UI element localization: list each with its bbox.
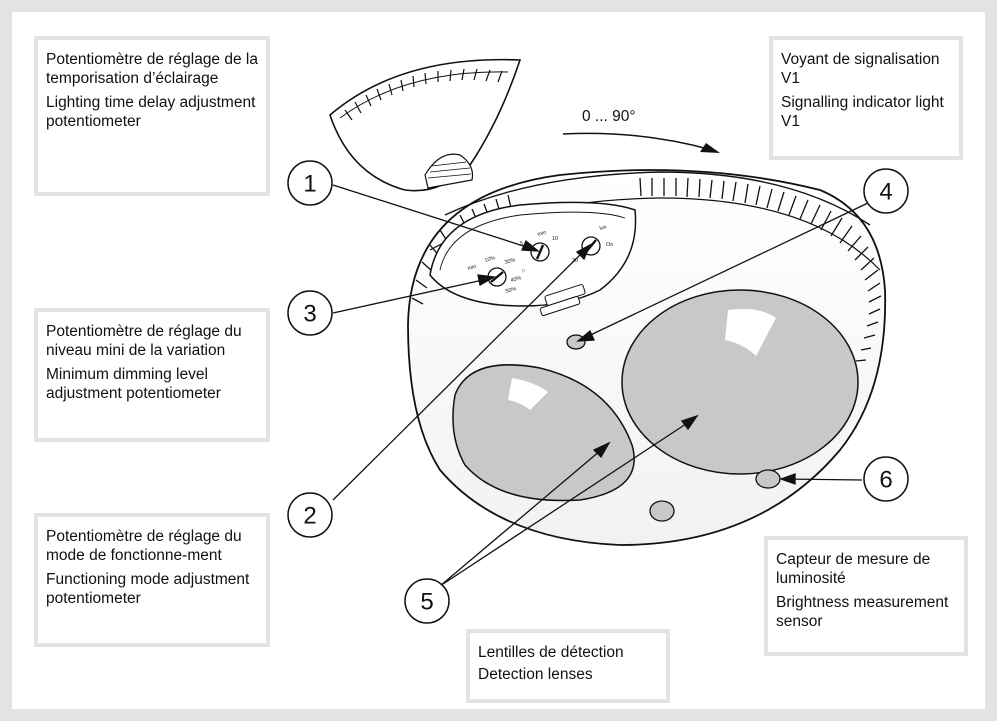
label-time-delay-en: Lighting time delay adjustment potentiom… (46, 94, 256, 130)
svg-text:On: On (606, 242, 613, 248)
svg-text:3: 3 (303, 301, 316, 328)
label-time-delay-fr: Potentiomètre de réglage de la temporisa… (46, 51, 258, 87)
callout-2: 2 (287, 492, 333, 538)
label-lenses-en: Detection lenses (478, 666, 593, 683)
label-indicator-light: Voyant de signalisation V1 Signalling in… (769, 36, 963, 160)
label-dimming-en: Minimum dimming level adjustment potenti… (46, 366, 221, 402)
svg-text:min: min (537, 230, 547, 238)
label-lenses-fr: Lentilles de détection (478, 644, 624, 661)
callout-4: 4 (863, 168, 909, 214)
svg-text:lux: lux (599, 224, 608, 232)
label-indicator-en: Signalling indicator light V1 (781, 94, 944, 130)
rotation-label: 0 ... 90° (582, 108, 636, 125)
svg-text:2: 2 (303, 503, 316, 530)
label-brightness-sensor: Capteur de mesure de luminosité Brightne… (764, 536, 968, 656)
label-detection-lenses: Lentilles de détection Detection lenses (466, 629, 670, 703)
callout-6: 6 (863, 456, 909, 502)
brightness-sensor (755, 469, 781, 489)
label-dimming-fr: Potentiomètre de réglage du niveau mini … (46, 323, 242, 359)
svg-text:1: 1 (303, 171, 316, 198)
detection-lens-left (452, 364, 635, 502)
label-brightness-fr: Capteur de mesure de luminosité (776, 551, 931, 587)
label-dimming-pot: Potentiomètre de réglage du niveau mini … (34, 308, 270, 442)
svg-text:5: 5 (520, 241, 523, 247)
detached-cover (329, 58, 522, 192)
callout-3: 3 (287, 290, 333, 336)
vent-ribs (411, 177, 882, 362)
label-mode-en: Functioning mode adjustment potentiomete… (46, 571, 250, 607)
svg-text:6: 6 (879, 467, 892, 494)
label-indicator-fr: Voyant de signalisation V1 (781, 51, 940, 87)
callout-1: 1 (287, 160, 333, 206)
label-mode-pot: Potentiomètre de réglage du mode de fonc… (34, 513, 270, 647)
label-time-delay-pot: Potentiomètre de réglage de la temporisa… (34, 36, 270, 196)
svg-text:4: 4 (879, 179, 892, 206)
svg-text:10: 10 (552, 236, 558, 242)
svg-text:5: 5 (420, 589, 433, 616)
svg-text:30: 30 (572, 258, 578, 264)
callout-5: 5 (404, 578, 450, 624)
bulb-icon: ☼ (521, 268, 526, 274)
bottom-sensor (649, 500, 675, 522)
svg-text:30%: 30% (504, 257, 516, 266)
rotation-arrow (562, 132, 720, 153)
leader-lines (332, 184, 869, 587)
label-brightness-en: Brightness measurement sensor (776, 594, 949, 630)
detector-body: min 5 10 lux On 30 min 10% 30% 40% 50% ☼ (407, 169, 887, 546)
svg-text:10%: 10% (484, 255, 496, 264)
svg-text:40%: 40% (510, 275, 522, 284)
svg-text:50%: 50% (505, 286, 517, 295)
svg-text:min: min (467, 264, 477, 272)
label-mode-fr: Potentiomètre de réglage du mode de fonc… (46, 528, 242, 564)
